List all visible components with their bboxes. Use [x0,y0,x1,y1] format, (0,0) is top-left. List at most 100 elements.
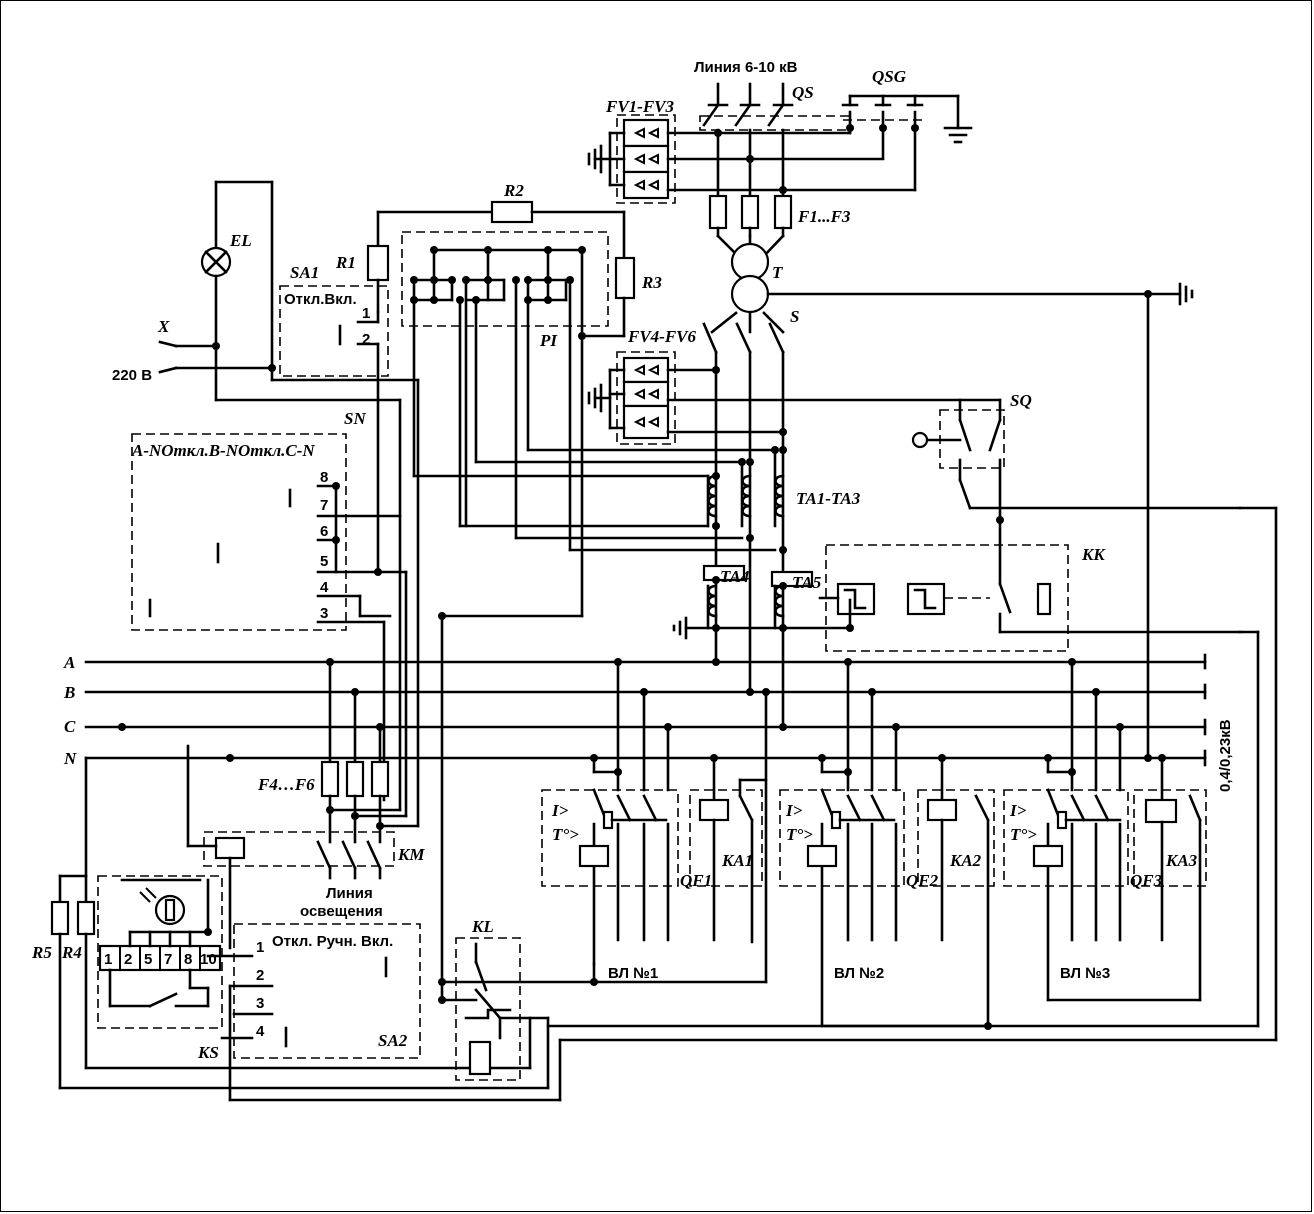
label-fv1-fv3: FV1-FV3 [605,97,675,116]
label-sq: SQ [1010,391,1032,410]
label-ks-term: 5 [144,951,152,968]
label-sa1-t2: 2 [362,331,370,348]
label-kk: KK [1081,545,1106,564]
label-x: X [157,317,170,336]
label-qsg: QSG [872,67,907,86]
label-pi: PI [539,331,558,350]
label-r5: R5 [31,943,52,962]
label-t-gt-1: T°> [552,825,579,844]
label-fv4-fv6: FV4-FV6 [627,327,697,346]
label-i-gt-1: I> [551,801,569,820]
mode-switch-sa2 [186,744,562,1102]
label-lighting-2: освещения [300,903,383,920]
label-sn: SN [344,409,366,428]
thermal-relay-kk [818,518,1242,652]
relay-kl [440,506,1278,1102]
surge-arresters-fv4-fv6 [587,351,1002,445]
switch-sa1 [279,285,389,574]
label-ta1-ta3: TA1-TA3 [796,489,861,508]
label-sn-t6: 6 [320,523,328,540]
limit-switch-sq [911,398,1242,522]
label-sa1-t1: 1 [362,305,370,322]
label-ks-term: 2 [124,951,132,968]
label-f4-f6: F4…F6 [257,775,315,794]
current-transformers-ta1-ta3 [412,448,785,552]
lighting-fuses-f4-f6 [320,660,420,844]
label-bus-n: N [63,749,77,768]
disconnector-qs [699,103,851,198]
label-s: S [790,307,799,326]
label-sa2-t3: 3 [256,995,264,1012]
feeder-1 [541,660,763,984]
earthing-switch-qsg [841,94,973,192]
current-transformers-ta4-ta5 [672,564,852,640]
label-sn-modes: A-NОткл.B-NОткл.C-N [131,441,315,460]
label-sn-t5: 5 [320,553,328,570]
feeder-3 [1003,292,1207,1002]
label-sa2-modes: Откл. Ручн. Вкл. [272,933,393,950]
label-sa1: SA1 [290,263,319,282]
surge-arresters-fv1-fv3 [587,114,917,204]
label-ta5: TA5 [792,573,822,592]
label-f1-f3: F1...F3 [797,207,851,226]
label-ks-term: 8 [184,951,192,968]
meter-pi [366,200,636,1002]
label-qf2: QF2 [906,871,939,890]
label-sn-t8: 8 [320,469,328,486]
busbars [84,653,1207,767]
labels: Линия 6-10 кВ QSG QS FV1-FV3 F1...F3 T S… [31,59,1234,1062]
label-bus-c: C [64,717,76,736]
label-lighting-1: Линия [326,885,373,902]
feeder-links [592,690,990,1028]
label-qf3: QF3 [1130,871,1163,890]
label-220v: 220 В [112,367,152,384]
label-ks-term: 7 [164,951,172,968]
label-line-hv: Линия 6-10 кВ [694,59,798,76]
label-sn-t4: 4 [320,579,329,596]
label-ka1: KA1 [721,851,753,870]
photo-relay-ks [97,875,223,1029]
label-r3: R3 [641,273,662,292]
label-ks-term: 10 [200,951,217,968]
label-el: EL [229,231,252,250]
label-kl: KL [471,917,494,936]
label-sa1-modes: Откл.Вкл. [284,291,357,308]
label-qs: QS [792,83,814,102]
label-sa2-t2: 2 [256,967,264,984]
lamp-el [158,180,420,828]
label-bus-a: A [63,653,75,672]
label-vl3: ВЛ №3 [1060,965,1110,982]
label-km: KM [397,845,425,864]
label-sa2-t4: 4 [256,1023,265,1040]
label-voltage-lv: 0,4/0,23кВ [1217,719,1234,792]
label-t-gt-2: T°> [786,825,813,844]
label-sn-t3: 3 [320,605,328,622]
junction-dots [118,124,1166,1030]
label-i-gt-2: I> [785,801,803,820]
lv-main-switch [702,322,785,729]
label-bus-b: B [63,683,75,702]
label-sn-t7: 7 [320,497,328,514]
label-r1: R1 [335,253,356,272]
label-ks: KS [197,1043,219,1062]
label-r2: R2 [503,181,524,200]
feeder-2 [779,660,995,1028]
label-ks-term: 1 [104,951,112,968]
label-r4: R4 [61,943,82,962]
label-vl1: ВЛ №1 [608,965,658,982]
label-ka3: KA3 [1165,851,1198,870]
label-i-gt-3: I> [1009,801,1027,820]
label-t: T [772,263,783,282]
label-sa2: SA2 [378,1031,408,1050]
label-ta4: TA4 [720,567,749,586]
power-transformer-t [710,242,1194,334]
label-vl2: ВЛ №2 [834,965,884,982]
contactor-km [186,831,395,950]
hv-incoming-lines [707,82,794,107]
label-ka2: KA2 [949,851,982,870]
label-t-gt-3: T°> [1010,825,1037,844]
label-sa2-t1: 1 [256,939,264,956]
label-qf1: QF1 [680,871,712,890]
